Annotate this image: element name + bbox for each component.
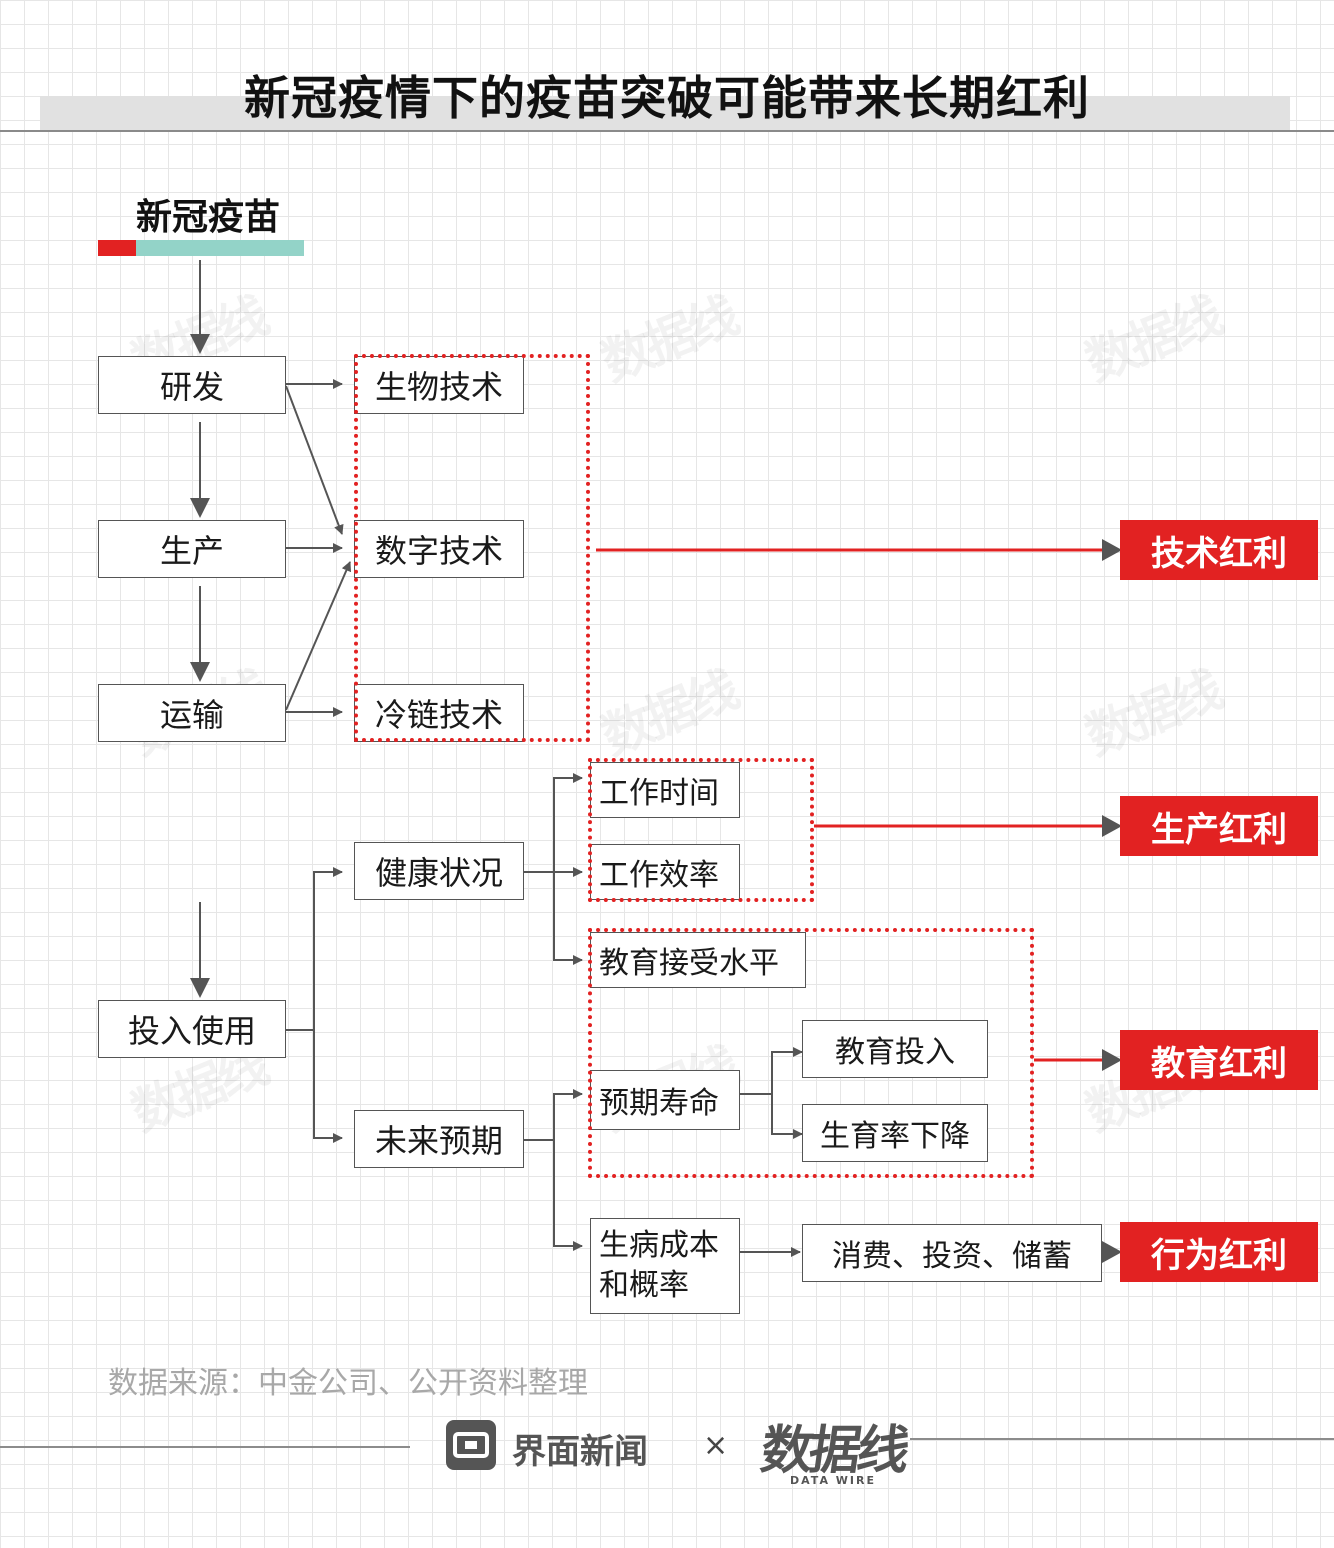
node-consumption: 消费、投资、储蓄 (802, 1224, 1102, 1282)
node-deployment: 投入使用 (98, 1000, 286, 1058)
node-edu-investment: 教育投入 (802, 1020, 988, 1078)
node-sickness-cost-line1: 生病成本 (599, 1228, 719, 1263)
dividend-behavior: 行为红利 (1120, 1222, 1318, 1282)
node-edu-level: 教育接受水平 (590, 932, 806, 988)
title-band (40, 96, 1290, 130)
group-tech-dotted (354, 354, 590, 742)
arrow-rnd-to-digital (285, 385, 344, 535)
node-birth-rate-decline: 生育率下降 (802, 1104, 988, 1162)
section-subtitle: 新冠疫苗 (136, 197, 281, 238)
node-cold-chain: 冷链技术 (354, 684, 524, 742)
arrow-transport-to-digital (285, 561, 352, 711)
arrow-deployment-to-future (313, 1030, 343, 1143)
node-sickness-cost-line2: 和概率 (599, 1268, 689, 1303)
footer-rule-left (0, 1446, 410, 1448)
arrowhead-behavior (1102, 1241, 1122, 1263)
red-arrowhead-production (1102, 815, 1122, 837)
group-education-dotted (588, 928, 1034, 1178)
node-digital-tech: 数字技术 (354, 520, 524, 578)
dividend-production: 生产红利 (1120, 796, 1318, 856)
arrow-future-to-sickness (553, 1140, 583, 1251)
node-future: 未来预期 (354, 1110, 524, 1168)
subtitle-bar-teal (136, 240, 304, 256)
arrow-life-to-eduinvest (740, 1047, 803, 1095)
node-work-time: 工作时间 (590, 762, 740, 818)
node-biotech: 生物技术 (354, 356, 524, 414)
node-work-efficiency: 工作效率 (590, 844, 740, 900)
partner-logo: 数据线 (757, 1421, 910, 1481)
data-source: 数据来源：中金公司、公开资料整理 (108, 1366, 588, 1401)
arrow-health-to-worktime (553, 773, 583, 872)
partner-logo-subtext: DATA WIRE (790, 1474, 876, 1487)
arrow-future-to-life (524, 1089, 583, 1141)
title-rule (0, 130, 1334, 132)
arrow-deployment-to-health (286, 867, 343, 1031)
node-life-expectancy: 预期寿命 (590, 1070, 740, 1130)
dividend-tech: 技术红利 (1120, 520, 1318, 580)
jiemian-logo-icon (446, 1420, 496, 1470)
subtitle-bar-red (98, 240, 136, 256)
node-production: 生产 (98, 520, 286, 578)
footer-rule-right (910, 1438, 1334, 1440)
red-arrowhead-tech (1102, 539, 1122, 561)
node-health: 健康状况 (354, 842, 524, 900)
node-transport: 运输 (98, 684, 286, 742)
red-arrowhead-education (1102, 1049, 1122, 1071)
brand-name: 界面新闻 (512, 1432, 648, 1472)
times-symbol: × (703, 1428, 729, 1463)
node-rnd: 研发 (98, 356, 286, 414)
dividend-education: 教育红利 (1120, 1030, 1318, 1090)
group-production-dotted (588, 758, 814, 902)
page-title: 新冠疫情下的疫苗突破可能带来长期红利 (244, 71, 1090, 125)
arrow-health-to-edulevel (553, 872, 583, 965)
node-sickness-cost: 生病成本 和概率 (590, 1218, 740, 1314)
arrow-life-to-birthrate (771, 1094, 803, 1139)
